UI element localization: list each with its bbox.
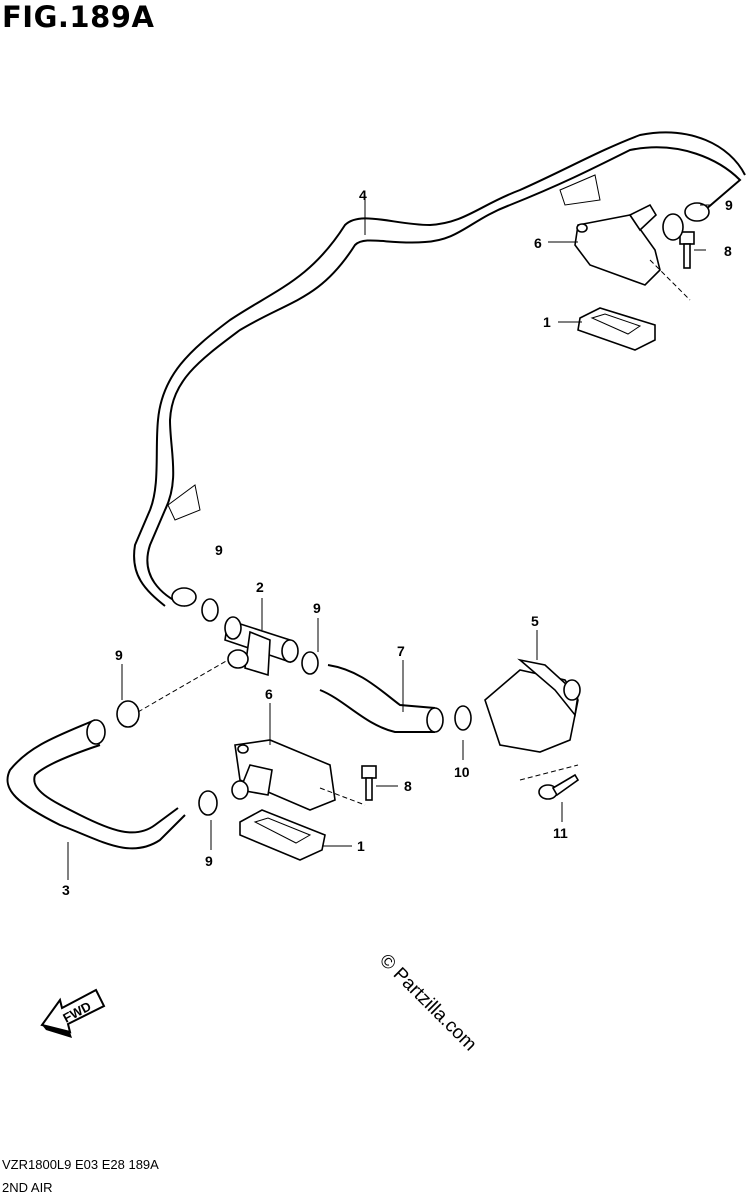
hose-7[interactable] — [319, 664, 444, 733]
footer-name: 2ND AIR — [2, 1180, 53, 1195]
bolt-lower[interactable] — [361, 765, 377, 801]
callout-10: 10 — [454, 764, 470, 780]
callout-9: 9 — [215, 542, 223, 558]
hose-4[interactable] — [133, 131, 746, 607]
bolt-upper[interactable] — [679, 231, 695, 269]
callout-11: 11 — [553, 825, 568, 841]
reed-valve-cover-lower[interactable] — [231, 739, 336, 811]
clamp-c[interactable] — [116, 700, 140, 728]
callout-1: 1 — [543, 314, 551, 330]
callout-4: 4 — [359, 187, 367, 203]
clamp-b[interactable] — [301, 651, 319, 675]
callout-9: 9 — [115, 647, 123, 663]
callout-9: 9 — [725, 197, 733, 213]
callout-6: 6 — [265, 686, 273, 702]
clamp-d[interactable] — [198, 790, 218, 816]
figure-title: FIG.189A — [2, 0, 155, 34]
callout-3: 3 — [62, 882, 70, 898]
footer-code: VZR1800L9 E03 E28 189A — [2, 1157, 159, 1172]
screw-11[interactable] — [538, 773, 580, 800]
reed-valve-upper[interactable] — [577, 307, 656, 351]
clamp-10[interactable] — [454, 705, 472, 731]
callout-9: 9 — [313, 600, 321, 616]
callout-7: 7 — [397, 643, 405, 659]
callout-8: 8 — [404, 778, 412, 794]
joint-2[interactable] — [224, 616, 299, 677]
callout-1: 1 — [357, 838, 365, 854]
callout-5: 5 — [531, 613, 539, 629]
callout-2: 2 — [256, 579, 264, 595]
clamp-upper-right[interactable] — [662, 213, 684, 241]
callout-6: 6 — [534, 235, 542, 251]
callout-8: 8 — [724, 243, 732, 259]
clamp-a[interactable] — [201, 598, 219, 622]
reed-valve-lower[interactable] — [239, 809, 326, 861]
fwd-label: FWD — [60, 999, 93, 1026]
reed-valve-cover-upper[interactable] — [574, 203, 661, 286]
callout-9: 9 — [205, 853, 213, 869]
hose-3[interactable] — [6, 719, 186, 850]
fwd-arrow-icon: FWD — [40, 988, 106, 1038]
air-cut-valve-5[interactable] — [484, 658, 581, 753]
